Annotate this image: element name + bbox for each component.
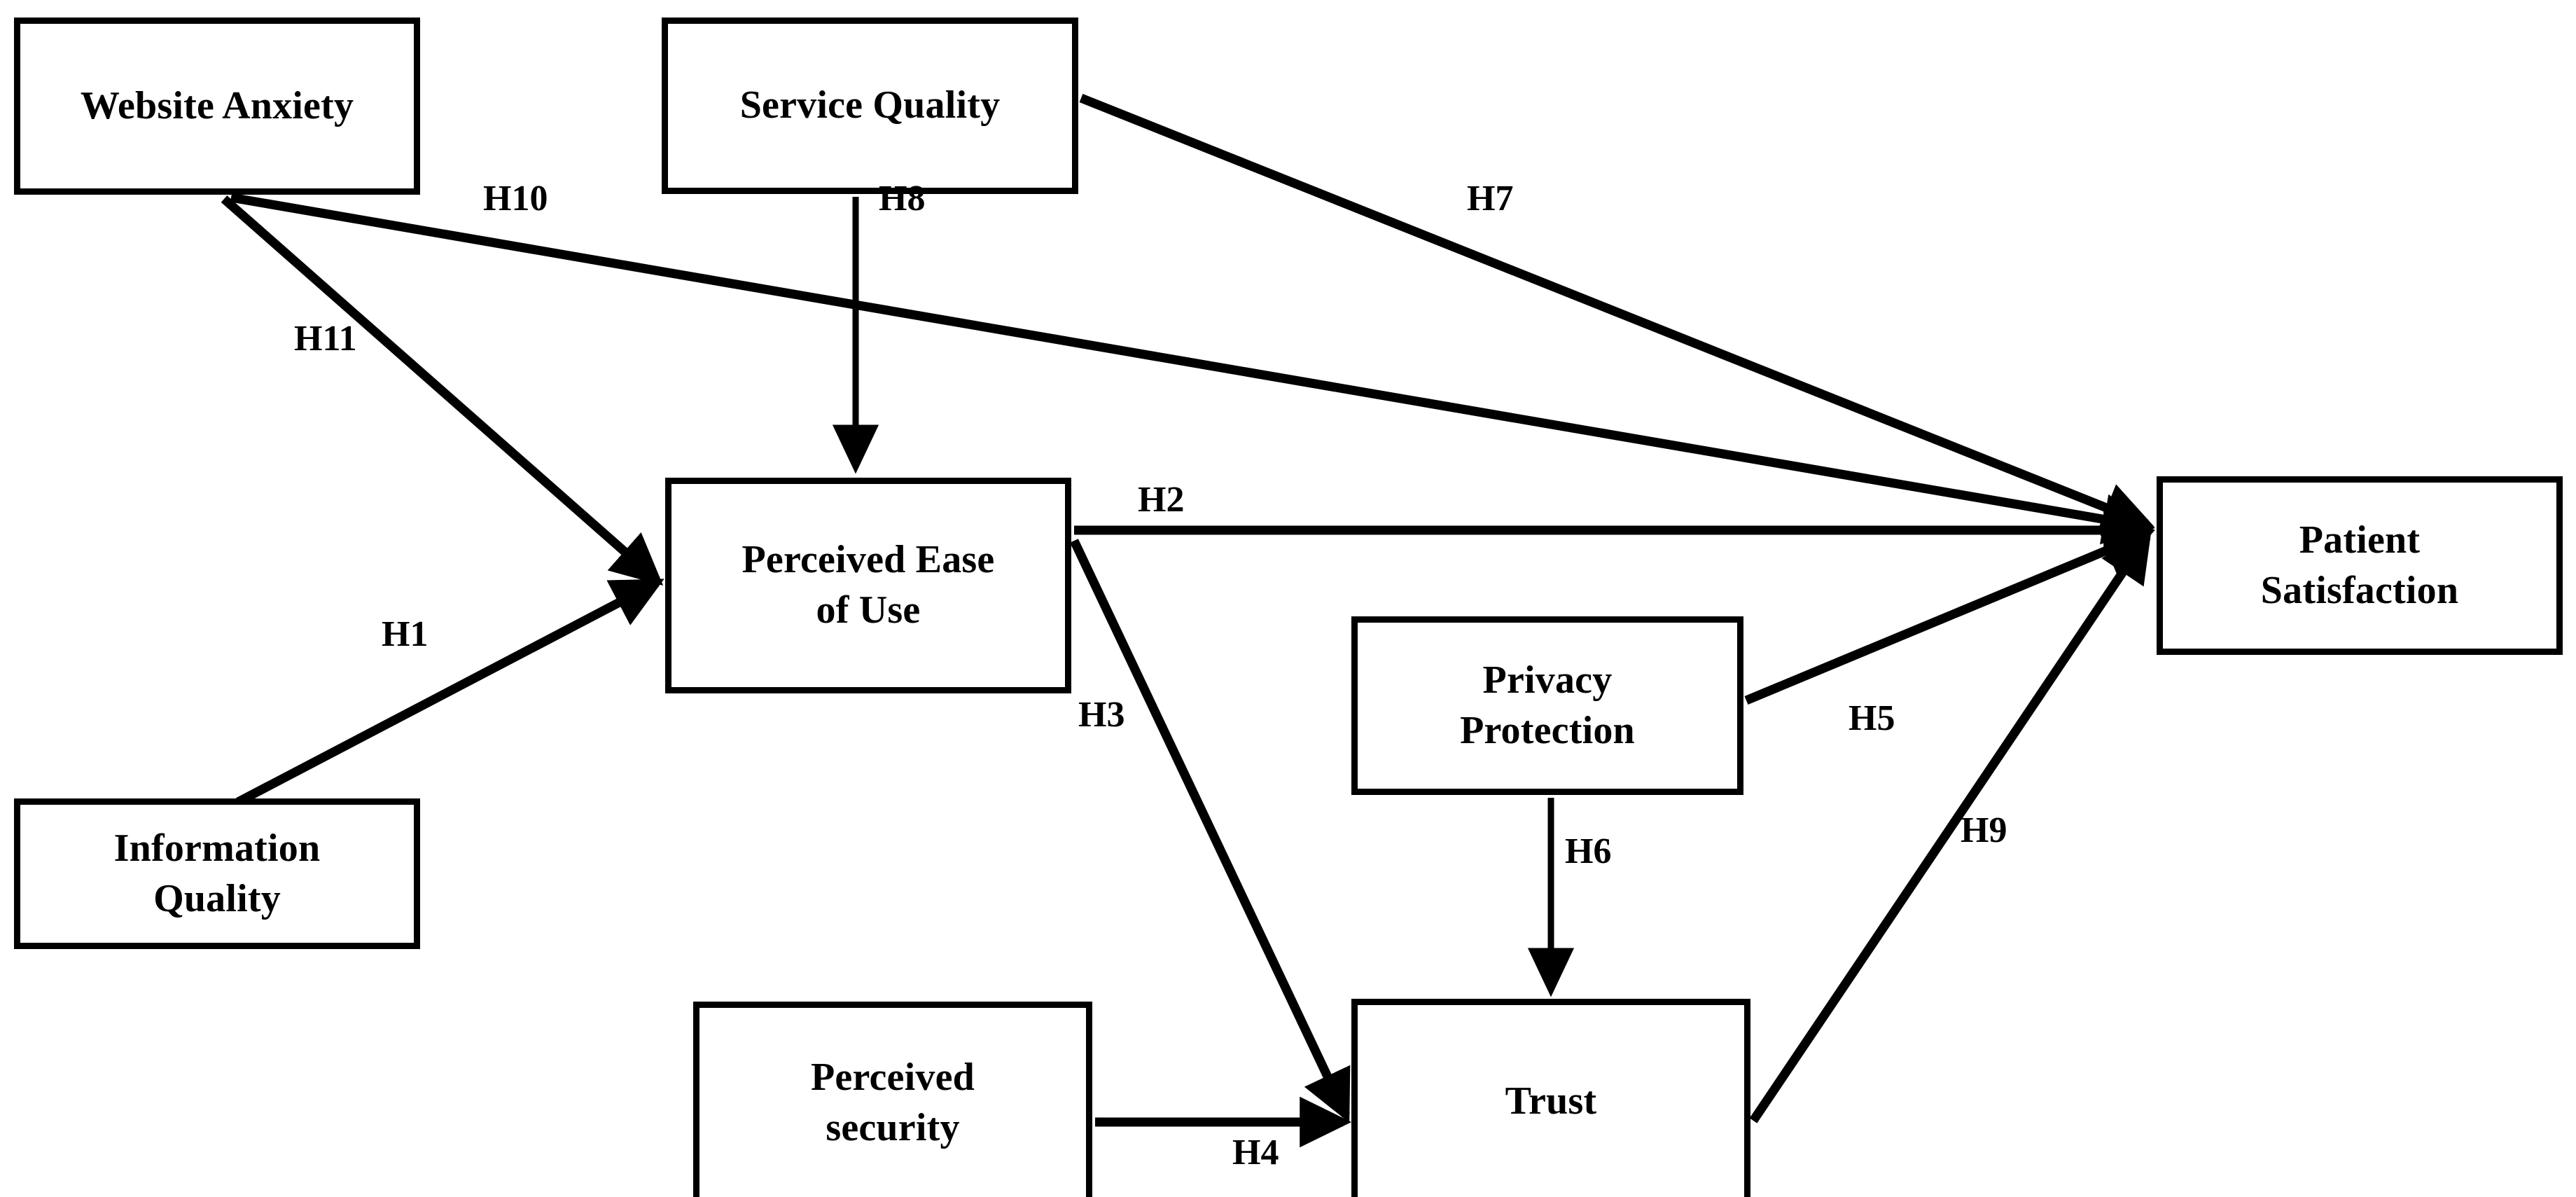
edge-label-h11: H11 [294,319,357,359]
node-trust[interactable]: Trust [1351,999,1750,1197]
node-perceived-ease-of-use-label: Perceived Ease of Use [742,538,995,632]
node-service-quality[interactable]: Service Quality [662,18,1078,194]
edge-label-h6: H6 [1565,831,1612,871]
edge-label-h1: H1 [382,614,429,654]
node-perceived-ease-of-use[interactable]: Perceived Ease of Use [665,478,1071,693]
node-privacy-protection[interactable]: Privacy Protection [1351,616,1743,795]
edge-label-h4: H4 [1232,1133,1279,1172]
node-perceived-security[interactable]: Perceived security [693,1002,1092,1197]
edge-h1-line [235,579,664,806]
node-privacy-protection-label: Privacy Protection [1460,658,1635,752]
edge-h11-line [221,195,664,586]
edge-label-h8: H8 [879,179,926,219]
edge-h7-line [1079,93,2155,532]
node-information-quality-label: Information Quality [113,826,321,920]
node-website-anxiety[interactable]: Website Anxiety [14,18,420,195]
node-service-quality-label: Service Quality [739,83,1001,127]
edge-h5-line [1744,527,2155,705]
edge-label-h5: H5 [1849,698,1895,738]
edge-label-h9: H9 [1961,810,2007,850]
edge-label-h10: H10 [483,179,548,219]
node-trust-label: Trust [1505,1079,1597,1123]
edge-label-h7: H7 [1467,179,1514,219]
node-perceived-security-label: Perceived security [811,1056,975,1149]
node-patient-satisfaction-label: Patient Satisfaction [2260,518,2459,612]
edge-h10-line [230,193,2155,545]
node-information-quality[interactable]: Information Quality [14,798,420,949]
edge-label-h2: H2 [1138,480,1185,520]
edge-h3-line [1070,539,1351,1123]
edge-h9-line [1749,529,2152,1123]
edge-label-h3: H3 [1078,695,1125,735]
node-website-anxiety-label: Website Anxiety [80,83,354,127]
node-patient-satisfaction[interactable]: Patient Satisfaction [2157,476,2563,655]
